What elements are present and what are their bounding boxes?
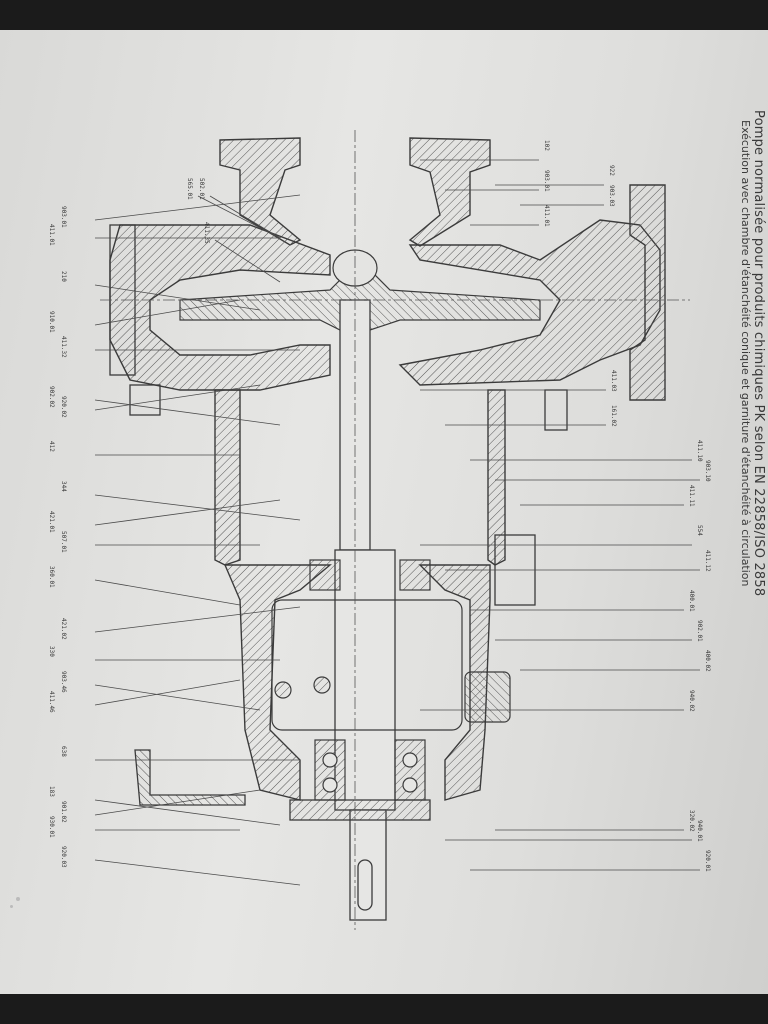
left-label: 920.03: [60, 846, 67, 868]
right-label: 922: [608, 165, 615, 176]
left-label: 920.02: [60, 396, 67, 418]
left-leader-line: [94, 859, 301, 886]
leader-lines-right: [420, 159, 700, 871]
part-labels-top: 502.01 565.01 411.35: [186, 178, 210, 244]
left-label: 411.32: [60, 336, 67, 358]
left-leader-line: [94, 299, 241, 326]
pump-casing: [109, 137, 666, 801]
left-leader-line: [94, 499, 281, 526]
part-labels-right: 102 903.01 411.01 922 903.03 411.03 161.02 411.…: [543, 140, 711, 872]
left-leader-line: [94, 399, 281, 426]
left-leader-line: [94, 384, 261, 411]
right-label: 940.01: [696, 820, 703, 842]
left-label: 903.01: [60, 206, 67, 228]
right-label: 940.02: [688, 690, 695, 712]
left-leader-line: [94, 789, 261, 816]
top-label: 565.01: [186, 178, 193, 200]
part-labels-left: 903.01 411.01 210 910.01 411.32 902.02 920.02 4…: [48, 206, 67, 868]
left-label: 411.46: [48, 691, 55, 713]
right-label: 903.01: [543, 170, 550, 192]
left-leader-line: [94, 679, 241, 706]
left-label: 421.02: [60, 618, 67, 640]
left-label: 412: [48, 441, 55, 452]
left-label: 210: [60, 271, 67, 282]
right-label: 102: [543, 140, 550, 151]
right-label: 411.11: [688, 485, 695, 507]
left-leader-line: [94, 284, 261, 311]
left-leader-line: [94, 684, 261, 711]
right-label: 400.02: [704, 650, 711, 672]
shaft: [334, 299, 396, 921]
top-label: 411.35: [203, 222, 210, 244]
left-leader-line: [94, 606, 301, 633]
bearings: [309, 559, 431, 801]
drawing-title: Pompe normalisée pour produits chimiques…: [751, 110, 766, 597]
right-label: 903.10: [704, 460, 711, 482]
right-label: 411.03: [610, 370, 617, 392]
left-label: 411.01: [48, 224, 55, 246]
left-leader-line: [94, 799, 281, 826]
right-label: 920.01: [704, 850, 711, 872]
top-leader-line: [197, 195, 281, 239]
right-label: 161.02: [610, 405, 617, 427]
left-leader-line: [94, 194, 301, 221]
left-label: 421.01: [48, 511, 55, 533]
top-label: 502.01: [198, 178, 205, 200]
right-label: 903.03: [608, 185, 615, 207]
left-label: 183: [48, 786, 55, 797]
left-label: 360.01: [48, 566, 55, 588]
left-leader-line: [94, 494, 301, 521]
right-label: 411.12: [704, 550, 711, 572]
dust-speck: [16, 897, 20, 901]
left-label: 638: [60, 746, 67, 757]
left-label: 330: [48, 646, 55, 657]
top-leader-line: [214, 239, 281, 283]
dust-speck: [10, 905, 13, 908]
center-lines: [100, 130, 690, 930]
left-label: 902.02: [48, 386, 55, 408]
top-leader-line: [209, 195, 281, 239]
left-label: 507.01: [60, 531, 67, 553]
left-label: 930.01: [48, 816, 55, 838]
left-leader-line: [94, 579, 241, 606]
left-label: 344: [60, 481, 67, 492]
right-label: 320.02: [688, 810, 695, 832]
right-label: 554: [696, 525, 703, 536]
left-label: 903.46: [60, 671, 67, 693]
bearing-cavity: [271, 599, 511, 731]
right-label: 400.01: [688, 590, 695, 612]
right-label: 411.01: [543, 205, 550, 227]
drawing-subtitle: Exécution avec chambre d'étanchéité coni…: [739, 120, 752, 587]
right-label: 902.01: [696, 620, 703, 642]
right-label: 411.10: [696, 440, 703, 462]
left-label: 901.02: [60, 801, 67, 823]
left-label: 910.01: [48, 311, 55, 333]
leader-lines-left: [94, 194, 301, 886]
